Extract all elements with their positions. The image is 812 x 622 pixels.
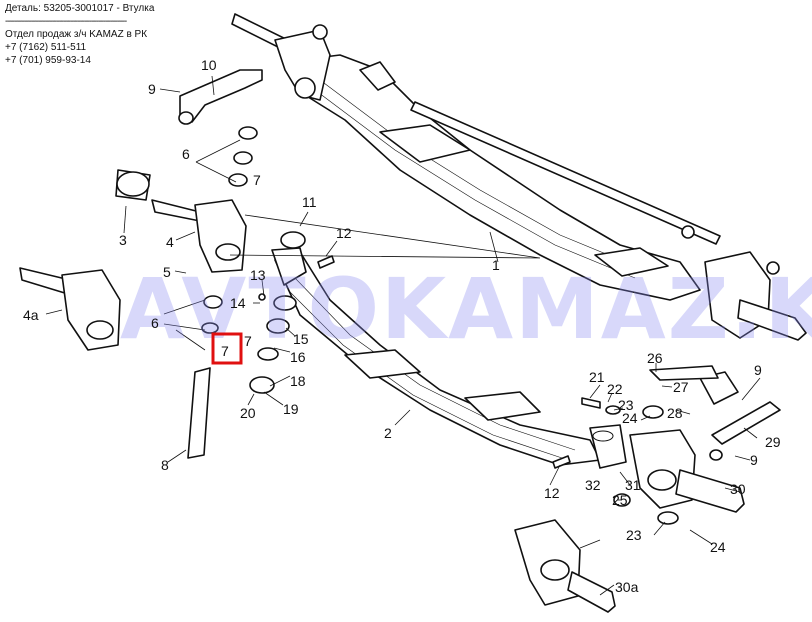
callout-9-right-top: 9	[754, 362, 762, 378]
header-info: Деталь: 53205-3001017 - Втулка ---------…	[5, 2, 170, 67]
callout-12-upper: 12	[336, 225, 352, 241]
callout-29: 29	[765, 434, 781, 450]
callout-2: 2	[384, 425, 392, 441]
callout-10: 10	[201, 57, 217, 73]
callout-14: 14	[230, 295, 246, 311]
left-knuckle-assembly	[19, 69, 263, 459]
callout-15: 15	[293, 331, 309, 347]
callout-8: 8	[161, 457, 169, 473]
callout-7-lower: 7	[244, 333, 252, 349]
phone-1: +7 (7162) 511-511	[5, 42, 87, 53]
detail-title: Деталь: 53205-3001017 - Втулка	[5, 3, 155, 14]
callout-25: 25	[612, 492, 628, 508]
callout-26: 26	[647, 350, 663, 366]
callout-19: 19	[283, 401, 299, 417]
callout-23-top: 23	[618, 397, 634, 413]
callout-6-upper: 6	[182, 146, 190, 162]
right-knuckle-assembly	[514, 429, 745, 613]
callout-9-right-bottom: 9	[750, 452, 758, 468]
callout-30a: 30а	[615, 579, 639, 595]
callout-12-lower: 12	[544, 485, 560, 501]
callout-24-bottom: 24	[710, 539, 726, 555]
highlight-box	[211, 332, 243, 365]
callout-1: 1	[492, 257, 500, 273]
watermark: AVTOKAMAZ.KZ	[120, 260, 812, 358]
leader-lines	[45, 75, 761, 596]
small-parts	[201, 126, 781, 525]
callout-labels: 1 2 3 4 4а 5 6 6 7 7 8 9 9 9 10 11 12 12…	[23, 57, 781, 595]
callout-18: 18	[290, 373, 306, 389]
callout-6-lower: 6	[151, 315, 159, 331]
callout-21: 21	[589, 369, 605, 385]
lower-axle-beam	[271, 247, 627, 469]
callout-11: 11	[302, 194, 317, 210]
callout-4a: 4а	[23, 307, 39, 323]
callout-3: 3	[119, 232, 127, 248]
divider: ----------------------------------------…	[5, 16, 127, 27]
callout-30: 30	[730, 481, 746, 497]
callout-27: 27	[673, 379, 689, 395]
callout-22: 22	[607, 381, 623, 397]
callout-13: 13	[250, 267, 266, 283]
sales-dept: Отдел продаж з/ч KAMAZ в РК	[5, 29, 148, 40]
highlighted-part-marker[interactable]: 7	[211, 332, 243, 365]
upper-axle-beam	[231, 13, 807, 341]
callout-4: 4	[166, 234, 174, 250]
callout-9-left: 9	[148, 81, 156, 97]
highlight-label: 7	[221, 343, 229, 359]
callout-23-bottom: 23	[626, 527, 642, 543]
callout-5: 5	[163, 264, 171, 280]
callout-32: 32	[585, 477, 601, 493]
callout-16: 16	[290, 349, 306, 365]
phone-2: +7 (701) 959-93-14	[5, 55, 91, 66]
callout-31: 31	[625, 477, 641, 493]
callout-28: 28	[667, 405, 683, 421]
callout-20: 20	[240, 405, 256, 421]
callout-24-top: 24	[622, 410, 638, 426]
callout-7-upper: 7	[253, 172, 261, 188]
